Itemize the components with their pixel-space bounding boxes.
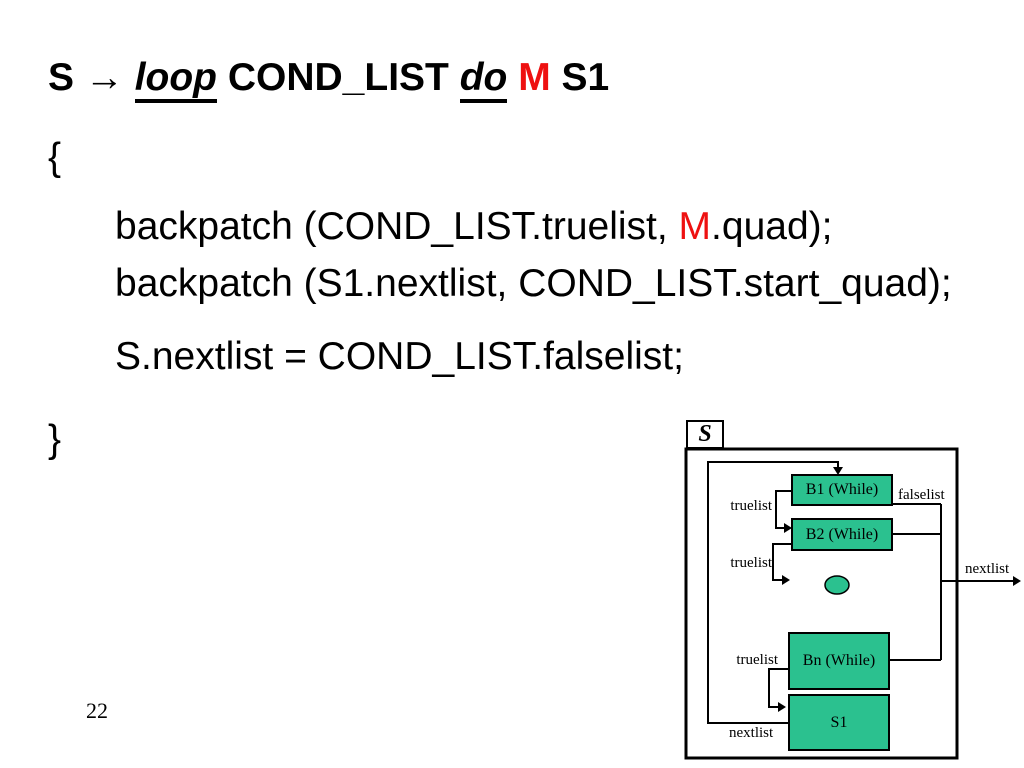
code-line-assign-falselist: S.nextlist = COND_LIST.falselist; bbox=[115, 335, 684, 378]
arrowhead-into-b1 bbox=[833, 467, 843, 475]
label-nextlist-bottom: nextlist bbox=[729, 725, 774, 741]
box-b1-label: B1 (While) bbox=[805, 481, 879, 498]
arrowhead-nextlist-exit bbox=[1013, 576, 1021, 586]
ellipsis-dot bbox=[824, 575, 850, 595]
code-line-backpatch-nextlist: backpatch (S1.nextlist, COND_LIST.start_… bbox=[115, 262, 952, 305]
keyword-loop: loop bbox=[134, 56, 218, 103]
open-brace: { bbox=[48, 136, 62, 179]
nonterminal-cond-list: COND_LIST bbox=[217, 56, 460, 99]
diagram-connectors bbox=[684, 447, 1021, 760]
keyword-do: do bbox=[459, 56, 508, 103]
diagram-s-label-box: S bbox=[686, 420, 724, 449]
code-line1-pre: backpatch (COND_LIST.truelist, bbox=[115, 205, 679, 248]
label-falselist: falselist bbox=[898, 487, 945, 503]
connector-truelist-b1-b2 bbox=[775, 490, 792, 529]
arrowhead-into-dots bbox=[782, 575, 790, 585]
label-truelist-2: truelist bbox=[730, 555, 772, 571]
arrowhead-into-b2 bbox=[784, 523, 792, 533]
box-b2-label: B2 (While) bbox=[805, 525, 879, 543]
page-number: 22 bbox=[86, 698, 108, 723]
connector-truelist-b2-dots bbox=[772, 543, 792, 581]
label-truelist-3: truelist bbox=[736, 652, 778, 668]
box-bn-label: Bn (While) bbox=[802, 652, 876, 669]
label-truelist-1: truelist bbox=[730, 498, 772, 514]
arrowhead-into-s1 bbox=[778, 702, 786, 712]
nonterminal-s: S bbox=[48, 56, 85, 99]
code-line1-m: M bbox=[678, 205, 712, 248]
code-line-backpatch-truelist: backpatch (COND_LIST.truelist, M.quad); bbox=[115, 205, 832, 250]
connector-truelist-bn-s1 bbox=[768, 668, 788, 708]
code-line1-post: .quad); bbox=[711, 205, 833, 248]
connector-loopback-nextlist bbox=[707, 461, 839, 724]
title-space bbox=[507, 56, 518, 99]
box-s1: S1 bbox=[788, 694, 890, 751]
marker-m: M bbox=[518, 56, 551, 99]
label-nextlist-right: nextlist bbox=[965, 561, 1010, 577]
box-s1-label: S1 bbox=[830, 713, 848, 731]
outer-box bbox=[684, 447, 959, 760]
nonterminal-s1: S1 bbox=[550, 56, 610, 99]
box-bn-while: Bn (While) bbox=[788, 632, 890, 690]
diagram-s-label: S bbox=[698, 421, 712, 447]
close-brace: } bbox=[48, 418, 62, 461]
production-rule: S → loop COND_LIST do M S1 bbox=[48, 56, 610, 103]
box-b1-while: B1 (While) bbox=[791, 474, 893, 506]
production-arrow: → bbox=[84, 56, 135, 99]
box-b2-while: B2 (While) bbox=[791, 518, 893, 551]
connector-falselist-collector bbox=[890, 503, 942, 661]
loop-flow-diagram: S B1 (While) B2 (While) Bn (While) S1 tr… bbox=[680, 415, 1024, 765]
